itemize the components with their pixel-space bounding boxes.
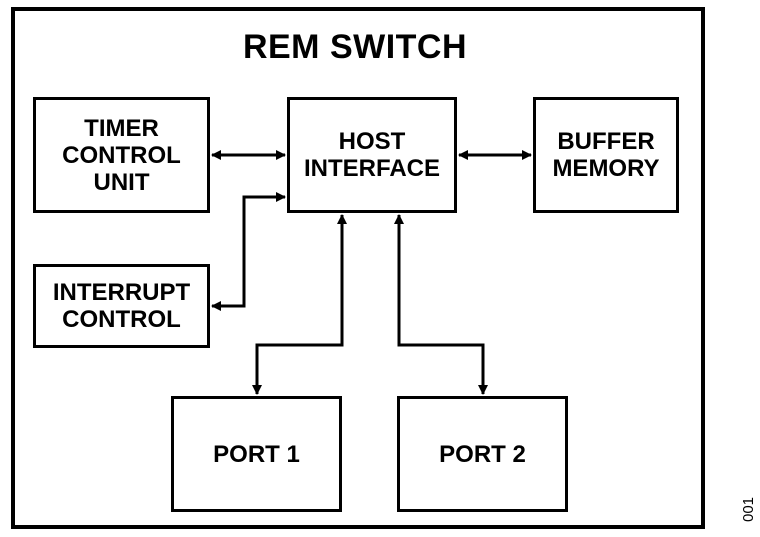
port2-block: PORT 2 bbox=[397, 396, 568, 512]
host-port2-connector bbox=[394, 214, 488, 395]
interrupt-control-label: INTERRUPT CONTROL bbox=[52, 279, 191, 333]
timer-control-unit-label: TIMER CONTROL UNIT bbox=[62, 114, 181, 196]
figure-number: 001 bbox=[740, 496, 757, 522]
buffer-memory-label: BUFFER MEMORY bbox=[552, 128, 660, 182]
host-port1-connector bbox=[252, 214, 347, 395]
port1-block: PORT 1 bbox=[171, 396, 342, 512]
buffer-memory-block: BUFFER MEMORY bbox=[533, 97, 679, 213]
host-interface-block: HOST INTERFACE bbox=[287, 97, 457, 213]
port1-label: PORT 1 bbox=[213, 440, 300, 468]
host-interface-label: HOST INTERFACE bbox=[303, 128, 440, 182]
port2-label: PORT 2 bbox=[439, 440, 526, 468]
interrupt-control-block: INTERRUPT CONTROL bbox=[33, 264, 210, 348]
timer-control-unit-block: TIMER CONTROL UNIT bbox=[33, 97, 210, 213]
interrupt-host-connector bbox=[211, 192, 286, 311]
diagram-title: REM SWITCH bbox=[242, 28, 468, 66]
rem-switch-frame bbox=[11, 7, 705, 529]
